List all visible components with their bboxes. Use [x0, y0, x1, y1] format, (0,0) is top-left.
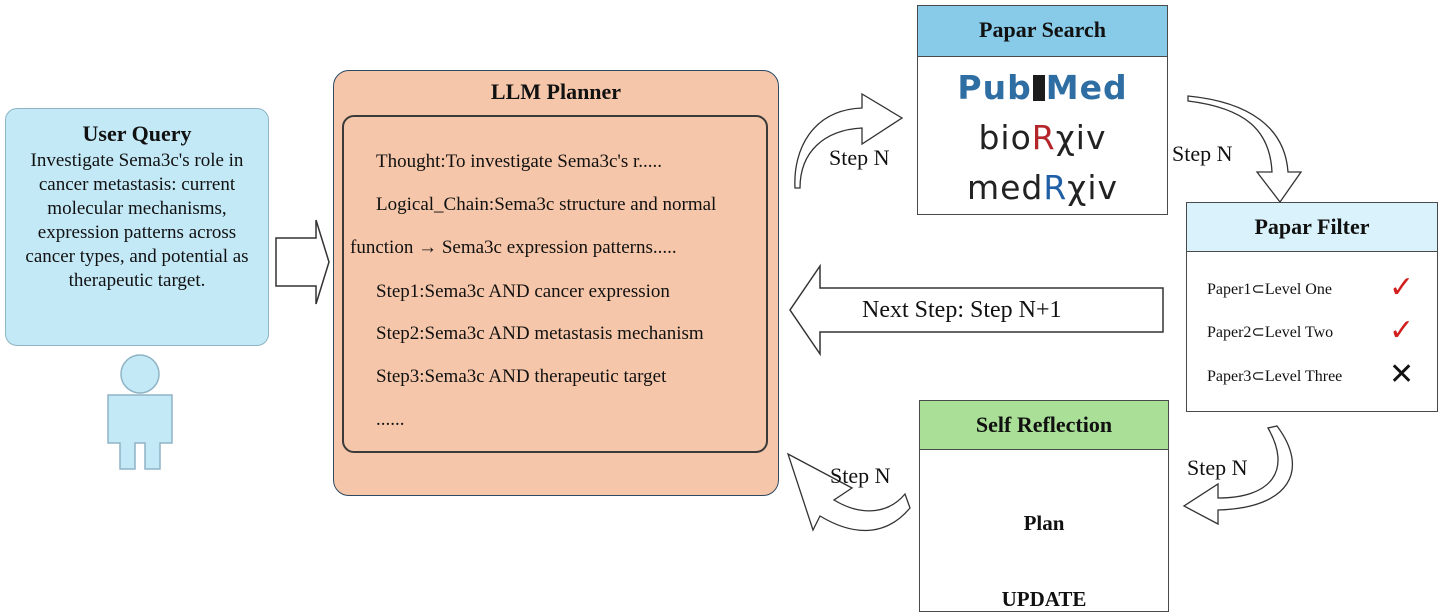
- user-icon: [107, 354, 173, 470]
- user-query-line: expression patterns across: [37, 222, 237, 243]
- filter-row-paper3: Paper3⊂Level Three: [1207, 368, 1343, 385]
- planner-step3: Step3:Sema3c AND therapeutic target: [376, 366, 667, 387]
- llm-planner-box: LLM Planner Thought:To investigate Sema3…: [333, 70, 779, 496]
- user-query-title: User Query: [82, 121, 192, 146]
- paper-search-title: Papar Search: [918, 6, 1167, 57]
- update-label: UPDATE: [1001, 587, 1087, 611]
- user-query-line: cancer metastasis: current: [38, 174, 236, 195]
- filter-to-reflection-arrow: [1182, 425, 1293, 526]
- paper-filter-box: Papar Filter Paper1⊂Level One ✓ Paper2⊂L…: [1186, 202, 1438, 412]
- self-reflection-title: Self Reflection: [920, 401, 1168, 450]
- planner-ellipsis: ......: [376, 409, 405, 430]
- user-query-text: Investigate Sema3c's role in cancer meta…: [14, 149, 260, 293]
- plan-label: Plan: [1023, 511, 1065, 535]
- paper-filter-title: Papar Filter: [1187, 203, 1437, 252]
- user-query-line: therapeutic target.: [68, 270, 206, 291]
- step-n-label-search: Step N: [829, 145, 890, 170]
- step-n-label-planner: Step N: [830, 463, 891, 488]
- check-icon: ✓: [1389, 271, 1415, 304]
- medrxiv-logo: medRχiv: [966, 168, 1119, 207]
- filter-row-paper2: Paper2⊂Level Two: [1207, 324, 1334, 341]
- next-step-arrow: [789, 263, 1164, 357]
- step-n-label-filter: Step N: [1172, 141, 1233, 166]
- user-query-line: Investigate Sema3c's role in: [30, 150, 244, 171]
- next-step-label: Next Step: Step N+1: [862, 297, 1062, 323]
- biorxiv-logo: bioRχiv: [978, 118, 1107, 157]
- planner-content: Thought:To investigate Sema3c's r..... L…: [342, 115, 768, 453]
- planner-step2: Step2:Sema3c AND metastasis mechanism: [376, 323, 704, 344]
- self-reflection-box: Self Reflection Plan UPDATE: [919, 400, 1169, 612]
- user-query-line: molecular mechanisms,: [47, 198, 227, 219]
- user-query-line: cancer types, and potential as: [25, 246, 249, 267]
- planner-logical-chain: Logical_Chain:Sema3c structure and norma…: [376, 194, 717, 215]
- step-n-label-reflection: Step N: [1187, 455, 1248, 480]
- planner-logical-chain-cont: function → Sema3c expression patterns...…: [350, 237, 677, 258]
- check-icon: ✓: [1389, 314, 1415, 347]
- reflection-to-planner-arrow: [786, 452, 911, 532]
- pubmed-logo-bar: [1032, 75, 1045, 101]
- query-to-planner-arrow: [275, 219, 330, 305]
- cross-icon: ✕: [1389, 358, 1415, 391]
- planner-thought: Thought:To investigate Sema3c's r.....: [376, 151, 662, 172]
- user-query-box: User Query Investigate Sema3c's role in …: [5, 108, 269, 346]
- planner-to-search-arrow: [794, 92, 904, 189]
- planner-title: LLM Planner: [490, 79, 622, 104]
- filter-row-paper1: Paper1⊂Level One: [1207, 281, 1332, 298]
- planner-step1: Step1:Sema3c AND cancer expression: [376, 281, 670, 302]
